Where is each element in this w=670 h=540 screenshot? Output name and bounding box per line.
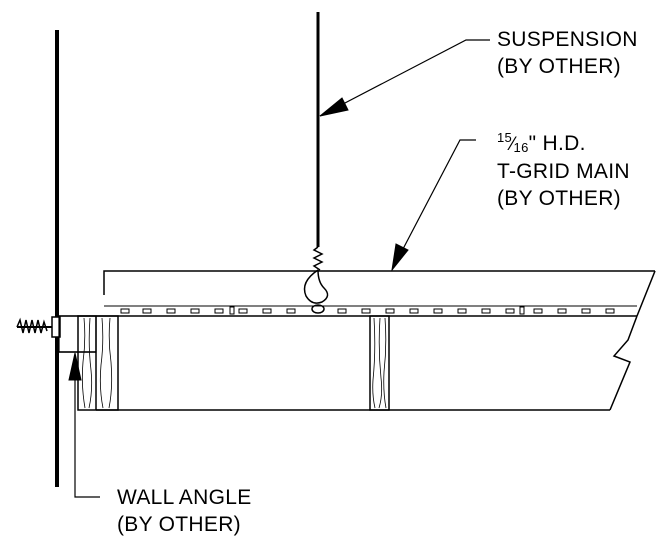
leader-wall-angle	[68, 352, 100, 498]
grid-main-label-line1: 15⁄16" H.D.	[497, 130, 630, 158]
suspension-label-line1: SUSPENSION	[497, 28, 638, 51]
leader-suspension	[319, 39, 490, 117]
wall-angle-label-line2: (BY OTHER)	[117, 513, 241, 536]
t-grid-main	[96, 270, 655, 317]
grid-main-label-line2: T-GRID MAIN	[497, 160, 630, 183]
wall-angle-label-line1: WALL ANGLE	[117, 486, 252, 509]
ceiling-panel-body	[77, 270, 656, 411]
cross-tee-section	[369, 315, 390, 411]
t-grid-slots	[120, 306, 615, 315]
screw-fastener	[16, 316, 61, 338]
grid-main-label: 15⁄16" H.D. T-GRID MAIN (BY OTHER)	[497, 130, 630, 212]
grid-main-label-line3: (BY OTHER)	[497, 187, 621, 210]
wall-angle-label: WALL ANGLE (BY OTHER)	[117, 484, 252, 538]
grid-main-label-size-suffix: " H.D.	[528, 132, 586, 155]
end-block-grain	[81, 317, 113, 409]
fraction-15-16: 15⁄16	[497, 130, 529, 155]
leader-grid-main	[391, 139, 476, 272]
suspension-label-line2: (BY OTHER)	[497, 55, 621, 78]
suspension-label: SUSPENSION (BY OTHER)	[497, 26, 638, 80]
suspension-wire	[303, 12, 329, 314]
